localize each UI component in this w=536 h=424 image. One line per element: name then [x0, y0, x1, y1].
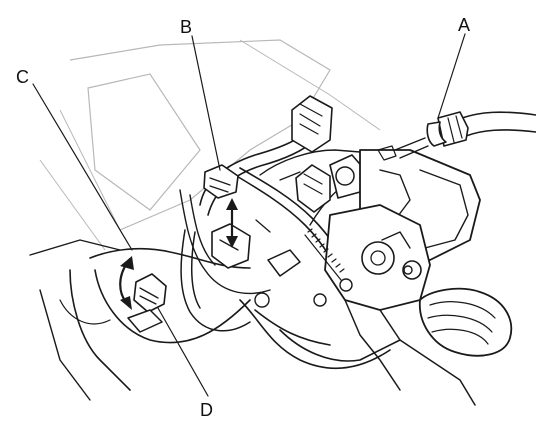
engine-block-outline [29, 39, 381, 401]
clip-d [127, 273, 167, 333]
callout-a: A [458, 15, 470, 35]
top-connector [291, 95, 366, 213]
leader-line-b [191, 35, 221, 171]
hose-fitting-a [377, 111, 536, 161]
leader-line-d [157, 307, 209, 397]
leader-lines [32, 33, 466, 397]
leader-line-c [32, 83, 133, 251]
callout-b: B [180, 17, 192, 37]
rotation-arrow-c [119, 256, 134, 310]
direction-arrow-b [226, 198, 238, 248]
callout-c: C [16, 67, 29, 87]
coil-spring [304, 228, 346, 286]
fasteners [254, 171, 413, 308]
callout-d: D [200, 400, 213, 420]
leader-line-a [437, 33, 466, 119]
intake-hoses [69, 189, 401, 391]
